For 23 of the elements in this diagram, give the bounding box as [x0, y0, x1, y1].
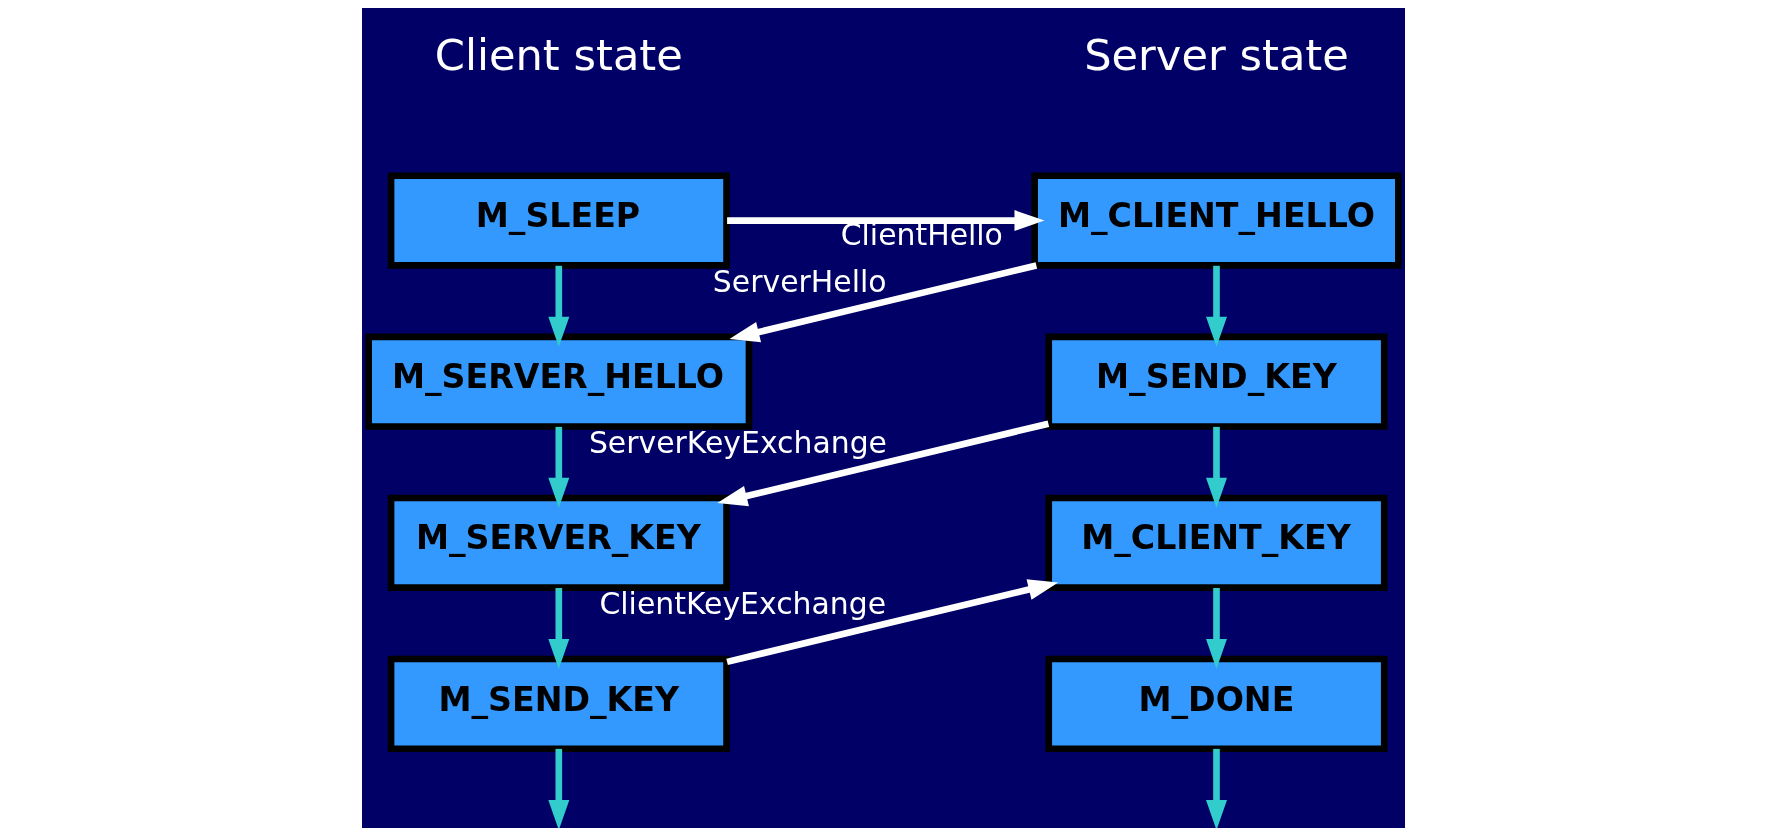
- arrow: [548, 748, 570, 828]
- node-box: M_CLIENT_KEY: [1045, 494, 1388, 591]
- node-box: M_SEND_KEY: [387, 655, 730, 753]
- arrow: [548, 588, 570, 669]
- arrow: [1206, 588, 1227, 669]
- edge-label: ClientHello: [840, 216, 1003, 252]
- node-box: M_SERVER_KEY: [387, 494, 730, 591]
- arrow: [548, 265, 570, 347]
- arrow: [729, 262, 1038, 343]
- node-box: M_SEND_KEY: [1045, 333, 1388, 430]
- label: Client state: [434, 29, 683, 80]
- arrow: [726, 579, 1059, 666]
- node-box: M_SERVER_HELLO: [365, 333, 753, 430]
- node-box: M_CLIENT_HELLO: [1031, 172, 1402, 269]
- arrow: [1206, 265, 1227, 347]
- arrow: [1206, 426, 1227, 508]
- node-box: M_DONE: [1045, 655, 1388, 753]
- arrow: [1206, 748, 1227, 828]
- arrow: [548, 426, 570, 508]
- arrow: [727, 210, 1045, 232]
- node-box: M_SLEEP: [387, 172, 730, 269]
- arrow: [717, 420, 1050, 507]
- label: Server state: [1084, 29, 1349, 80]
